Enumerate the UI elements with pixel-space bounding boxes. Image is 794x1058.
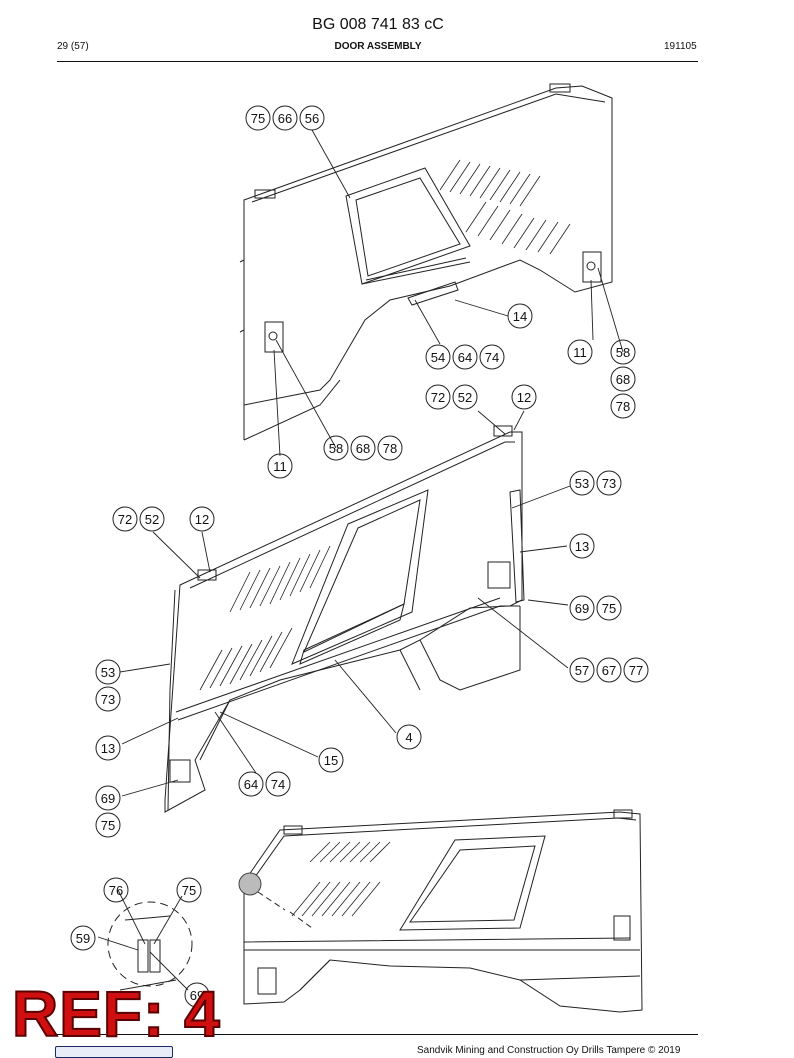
callout: 75 [101, 818, 115, 833]
callout: 77 [629, 663, 643, 678]
bottom-door-panel [238, 809, 643, 1013]
header-rule [57, 61, 698, 62]
callout: 14 [513, 309, 527, 324]
footer-copyright: Sandvik Mining and Construction Oy Drill… [417, 1045, 681, 1056]
callout: 58 [616, 345, 630, 360]
callout: 68 [616, 372, 630, 387]
callout: 78 [383, 441, 397, 456]
callout: 69 [101, 791, 115, 806]
callout: 59 [76, 931, 90, 946]
callout: 4 [405, 730, 412, 745]
document-number: BG 008 741 83 cC [312, 16, 444, 33]
callout: 53 [575, 476, 589, 491]
callout: 52 [145, 512, 159, 527]
callout: 69 [575, 601, 589, 616]
callout: 72 [118, 512, 132, 527]
callout: 75 [182, 883, 196, 898]
callout: 12 [195, 512, 209, 527]
callout: 13 [101, 741, 115, 756]
middle-door-frame [164, 425, 525, 813]
date-code: 191105 [664, 41, 697, 52]
callout-labels: 75 66 56 14 54 64 74 11 58 68 78 58 68 7… [76, 111, 643, 1003]
callout: 73 [602, 476, 616, 491]
callout: 12 [517, 390, 531, 405]
callout: 54 [431, 350, 445, 365]
callout: 69 [190, 988, 204, 1003]
callout: 58 [329, 441, 343, 456]
callout: 64 [458, 350, 472, 365]
leader-lines [97, 129, 624, 991]
callout: 67 [602, 663, 616, 678]
page-number: 29 (57) [57, 41, 89, 52]
callout: 53 [101, 665, 115, 680]
callout: 74 [271, 777, 285, 792]
callout: 56 [305, 111, 319, 126]
top-door-panel [239, 83, 613, 441]
callout: 68 [356, 441, 370, 456]
callout: 74 [485, 350, 499, 365]
callout: 66 [278, 111, 292, 126]
callout: 15 [324, 753, 338, 768]
footer-rule [57, 1034, 698, 1035]
callout: 52 [458, 390, 472, 405]
callout: 11 [273, 459, 287, 474]
page-title: DOOR ASSEMBLY [334, 41, 422, 52]
callout: 75 [602, 601, 616, 616]
callout: 64 [244, 777, 258, 792]
detail-view [107, 901, 193, 991]
callout: 75 [251, 111, 265, 126]
callout: 13 [575, 539, 589, 554]
callout: 78 [616, 399, 630, 414]
callout: 76 [109, 883, 123, 898]
callout-circles [70, 105, 649, 1008]
callout: 11 [573, 345, 587, 360]
ref-stamp: REF: 4 [11, 978, 221, 1050]
callout: 72 [431, 390, 445, 405]
callout: 73 [101, 692, 115, 707]
callout: 57 [575, 663, 589, 678]
